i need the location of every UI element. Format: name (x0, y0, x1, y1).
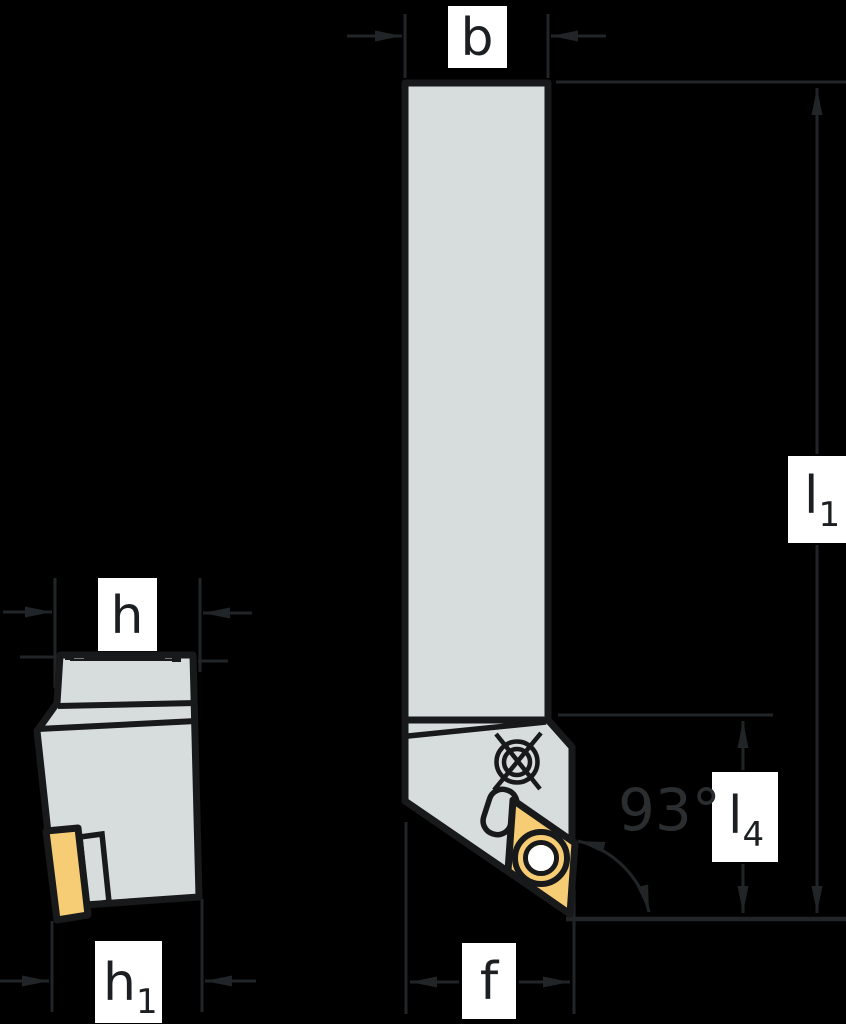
insert-hole-inner-ring (523, 840, 559, 876)
clamp-screw-cross-line-2 (494, 732, 542, 791)
clamp-screw-icon (492, 731, 543, 792)
l1-label: l1 (804, 466, 840, 535)
side-view-step-line-upper (57, 700, 197, 709)
f-label-box (462, 943, 516, 1019)
h-label: h (111, 586, 144, 646)
l4-label-sub: 4 (742, 815, 764, 855)
entering-angle-arc (577, 839, 651, 913)
front-view-insert (504, 796, 579, 918)
h1-label-box (95, 941, 162, 1023)
shank (401, 79, 552, 724)
clamp-screw-outer-circle (494, 739, 540, 785)
b-label: b (460, 8, 493, 68)
side-view-step-line-lower (37, 718, 197, 732)
side-view-insert (42, 824, 92, 924)
head-neck-line (407, 719, 547, 739)
l1-label-sub: 1 (818, 495, 840, 535)
h-label-box (98, 578, 157, 651)
side-view (33, 651, 203, 924)
l4-label: l4 (728, 786, 764, 855)
front-view (401, 79, 579, 918)
l1-label-box (788, 456, 846, 543)
b-label-box (448, 6, 507, 68)
side-view-top-tick-right (172, 655, 181, 662)
h1-label-sub: 1 (136, 982, 158, 1022)
l1-label-main: l (804, 466, 818, 526)
l4-label-main: l (728, 786, 742, 846)
entering-angle-label: 93° (618, 776, 721, 844)
h1-label-main: h (103, 953, 136, 1013)
dimension-labels: b h h1 l1 l4 f 93° (95, 6, 846, 1023)
l4-label-box (712, 772, 778, 862)
side-view-top-tick-left (65, 653, 74, 660)
clamp-screw-inner-circle (501, 746, 533, 778)
insert-hole-core (528, 845, 554, 871)
f-label: f (480, 952, 500, 1012)
insert-hole-outer-ring (512, 829, 570, 887)
h1-label: h1 (103, 953, 158, 1022)
